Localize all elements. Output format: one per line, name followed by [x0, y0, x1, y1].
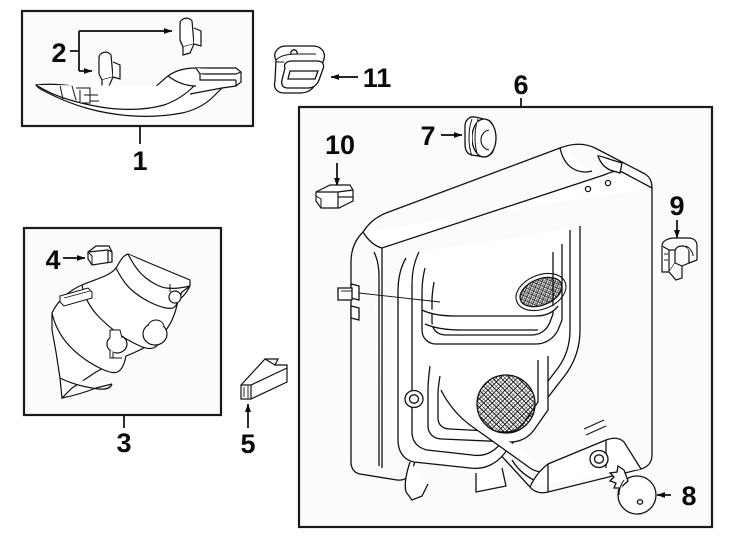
callout-number-1: 1 — [132, 146, 147, 176]
quarter-trim-panel-box — [22, 226, 223, 417]
retainer-clip-upper — [179, 17, 202, 56]
quarter-trim-panel — [51, 253, 191, 400]
callout-number-8: 8 — [681, 481, 696, 511]
callout-number-4: 4 — [45, 245, 60, 275]
u-clip-retainer — [661, 237, 698, 281]
front-door-trim-moulding — [34, 67, 242, 117]
panel-detail-lines — [583, 419, 607, 436]
callout-number-6: 6 — [513, 70, 528, 100]
screw-boss-left — [404, 389, 424, 409]
screw-boss-lower-right — [589, 449, 609, 469]
callout-number-10: 10 — [325, 130, 355, 160]
callout-number-5: 5 — [240, 429, 255, 459]
callout-number-11: 11 — [363, 63, 392, 93]
front-door-trim-assembly-box — [20, 9, 255, 128]
speaker-grille-upper — [515, 272, 567, 312]
handle-bezel-escutcheon — [273, 45, 326, 94]
callout-numbers: 1 2 3 4 5 6 7 8 9 10 11 — [45, 38, 696, 511]
callout-2-leader — [70, 27, 173, 74]
trim-clip-small — [87, 245, 113, 266]
callout-number-2: 2 — [51, 38, 66, 68]
round-cap-fastener — [608, 464, 657, 515]
callout-number-7: 7 — [420, 121, 435, 151]
speaker-grille-lower — [476, 374, 536, 434]
wedge-block-clip — [315, 184, 354, 209]
trim-insert-strip — [240, 358, 288, 400]
callout-number-3: 3 — [116, 428, 131, 458]
callout-number-9: 9 — [669, 191, 684, 221]
retainer-clip-lower — [98, 51, 121, 89]
lock-knob-grommet — [464, 116, 497, 158]
rear-door-trim-panel-box — [297, 105, 714, 529]
